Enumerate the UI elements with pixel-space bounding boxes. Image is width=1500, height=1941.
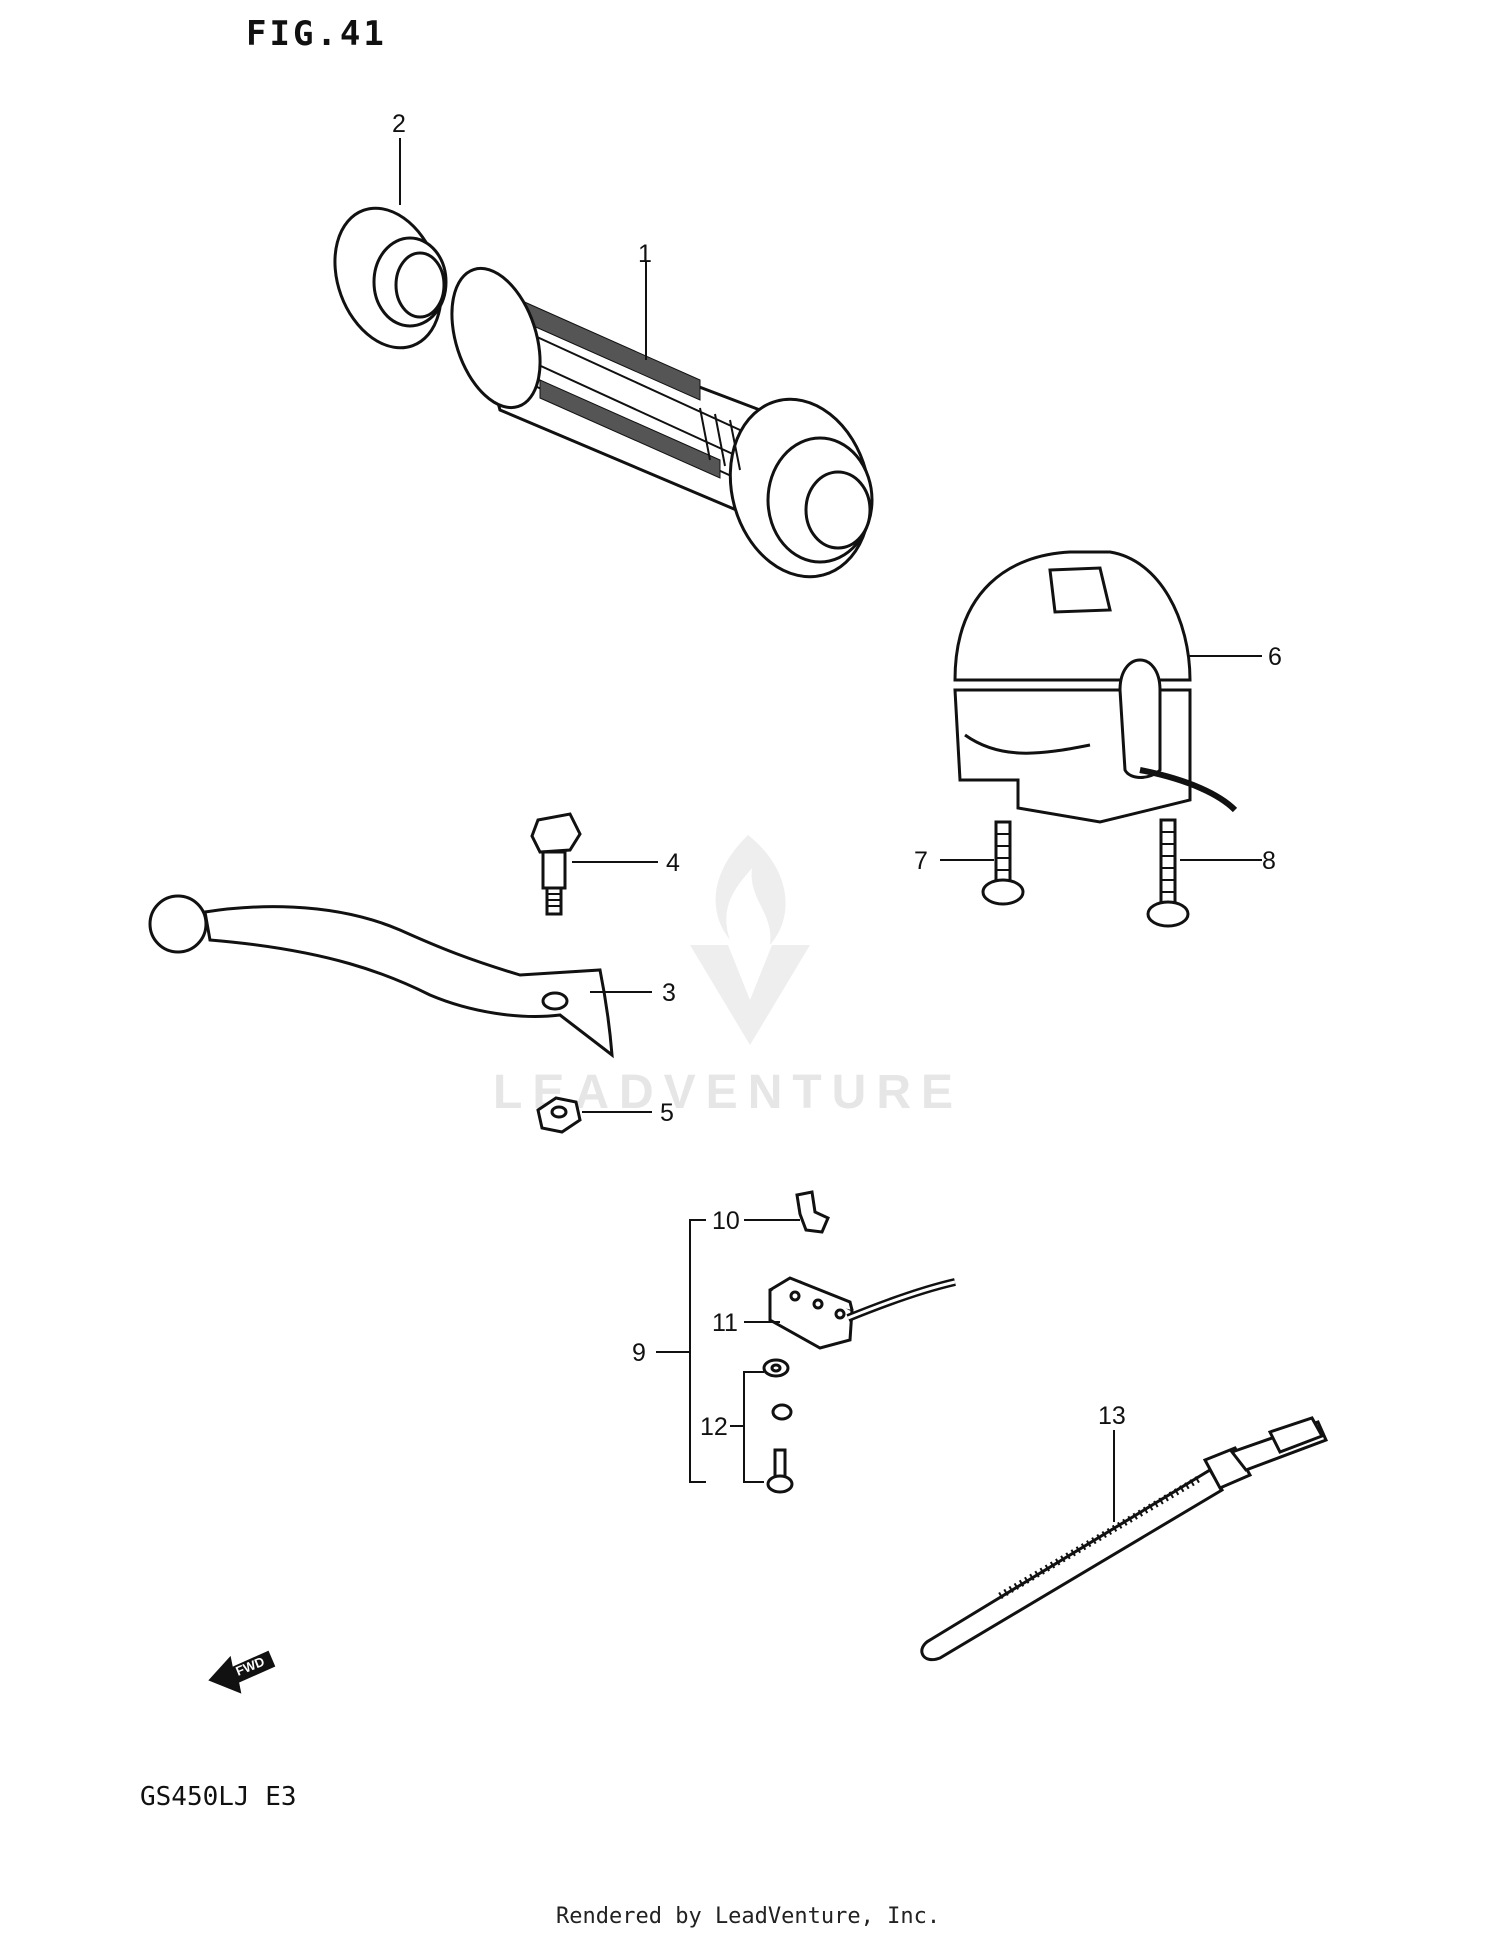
fwd-arrow-icon: FWD <box>208 1650 276 1694</box>
callout-3: 3 <box>662 979 676 1007</box>
part-3-brake-lever <box>148 894 614 1059</box>
callout-5: 5 <box>660 1099 674 1127</box>
callout-6: 6 <box>1268 643 1282 671</box>
callout-8: 8 <box>1262 847 1276 875</box>
callout-13: 13 <box>1098 1402 1126 1430</box>
leader-lines <box>399 138 1262 1522</box>
watermark-flame-icon <box>715 835 786 945</box>
part-7-screw <box>981 820 1025 906</box>
part-2-grip-end <box>333 206 448 350</box>
part-6-switch-housing <box>953 550 1238 824</box>
part-10-clip <box>795 1190 830 1234</box>
footer-credit: Rendered by LeadVenture, Inc. <box>556 1904 941 1929</box>
model-code: GS450LJ E3 <box>140 1782 297 1812</box>
figure-title: FIG.41 <box>246 14 387 54</box>
part-8-long-screw <box>1146 818 1190 928</box>
part-12-hardware <box>762 1358 794 1494</box>
watermark-v-icon <box>690 945 810 1045</box>
part-1-handlebar-grip <box>450 266 874 579</box>
part-11-brake-switch <box>768 1276 956 1350</box>
callout-12: 12 <box>700 1413 728 1441</box>
part-13-cable-tie <box>920 1416 1329 1662</box>
callout-2: 2 <box>392 110 406 138</box>
callout-9: 9 <box>632 1339 646 1367</box>
part-5-nut <box>536 1096 582 1134</box>
callout-10: 10 <box>712 1207 740 1235</box>
callout-1: 1 <box>638 240 652 268</box>
callout-11: 11 <box>712 1309 738 1337</box>
callout-7: 7 <box>914 847 928 875</box>
callout-4: 4 <box>666 849 680 877</box>
part-4-pivot-bolt <box>530 812 582 916</box>
